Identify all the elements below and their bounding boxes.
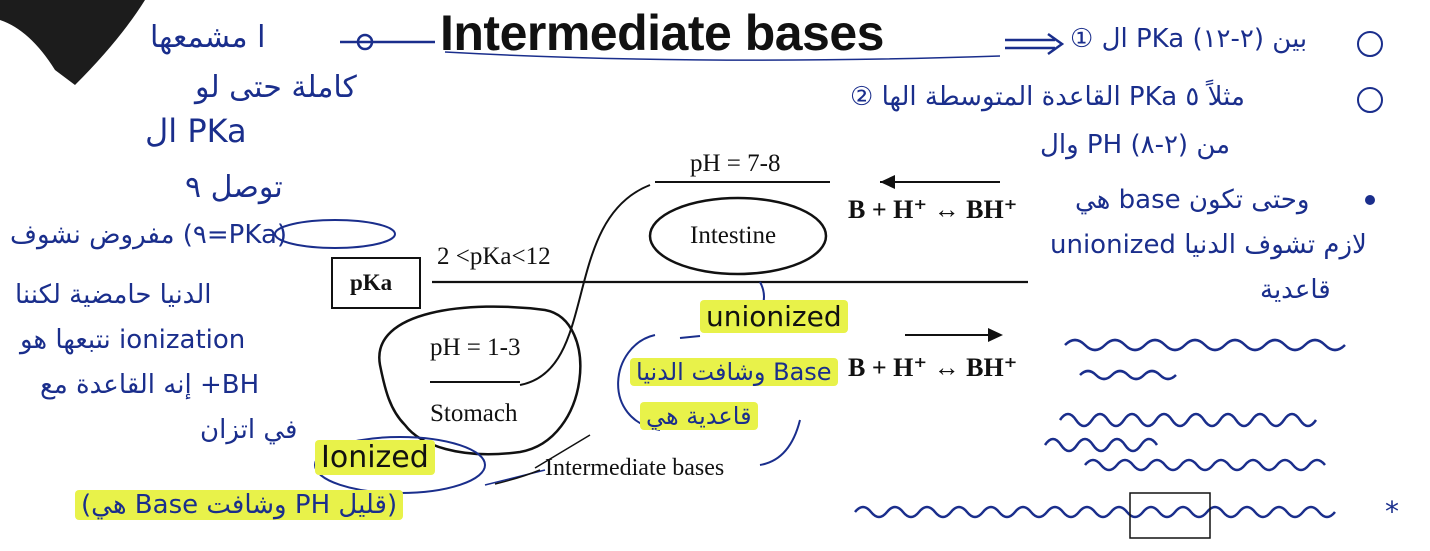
bottom-star: * [1385, 495, 1399, 528]
intestine-label: Intestine [690, 222, 777, 249]
note-left-3: ال PKa [145, 112, 247, 150]
ph-stomach-label: pH = 1-3 [430, 334, 521, 361]
note-right-1: ① ال PKa بين (٢-١٢) [1070, 24, 1308, 54]
note-right-3: وال PH من (٢-٨) [1040, 130, 1231, 160]
note-left-6: الدنيا حامضية لكننا [15, 280, 212, 310]
unionized-note-1: وشافت الدنيا Base [630, 358, 838, 386]
stomach-label: Stomach [430, 400, 518, 427]
note-left-1: ا مشمعها [150, 20, 266, 55]
pka-box-label: pKa [350, 270, 393, 295]
note-right-6: قاعدية [1260, 275, 1331, 305]
pka-range-label: 2 <pKa<12 [437, 243, 551, 270]
ionized-note: (هي Base وشافت PH قليل) [75, 490, 404, 520]
note-right-4: هي base وحتى تكون [1075, 185, 1310, 215]
unionized-label: unionized [700, 300, 848, 333]
diagram-caption: Intermediate bases [545, 455, 725, 481]
note-left-5: مفروض نشوف (٩=PKa) [10, 220, 288, 250]
note-right-5: unionized لازم تشوف الدنيا [1050, 230, 1367, 260]
page-title: Intermediate bases [440, 5, 884, 61]
note-left-2: كاملة حتى لو [195, 70, 357, 105]
unionized-note-2: قاعدية هي [640, 402, 758, 430]
note-left-9: في اتزان [200, 415, 298, 445]
note-left-8: إنه القاعدة مع +BH [40, 370, 260, 400]
note-left-7: نتبعها هو ionization [20, 325, 246, 355]
note-right-2: ② القاعدة المتوسطة الها PKa مثلاً ٥ [850, 82, 1245, 112]
ionized-label: Ionized [315, 440, 435, 475]
ph-intestine-label: pH = 7-8 [690, 150, 781, 177]
equation-top: B + H⁺ ↔ BH⁺ [848, 195, 1018, 224]
note-left-4: توصل ٩ [185, 170, 283, 205]
equation-bottom: B + H⁺ ↔ BH⁺ [848, 353, 1018, 382]
